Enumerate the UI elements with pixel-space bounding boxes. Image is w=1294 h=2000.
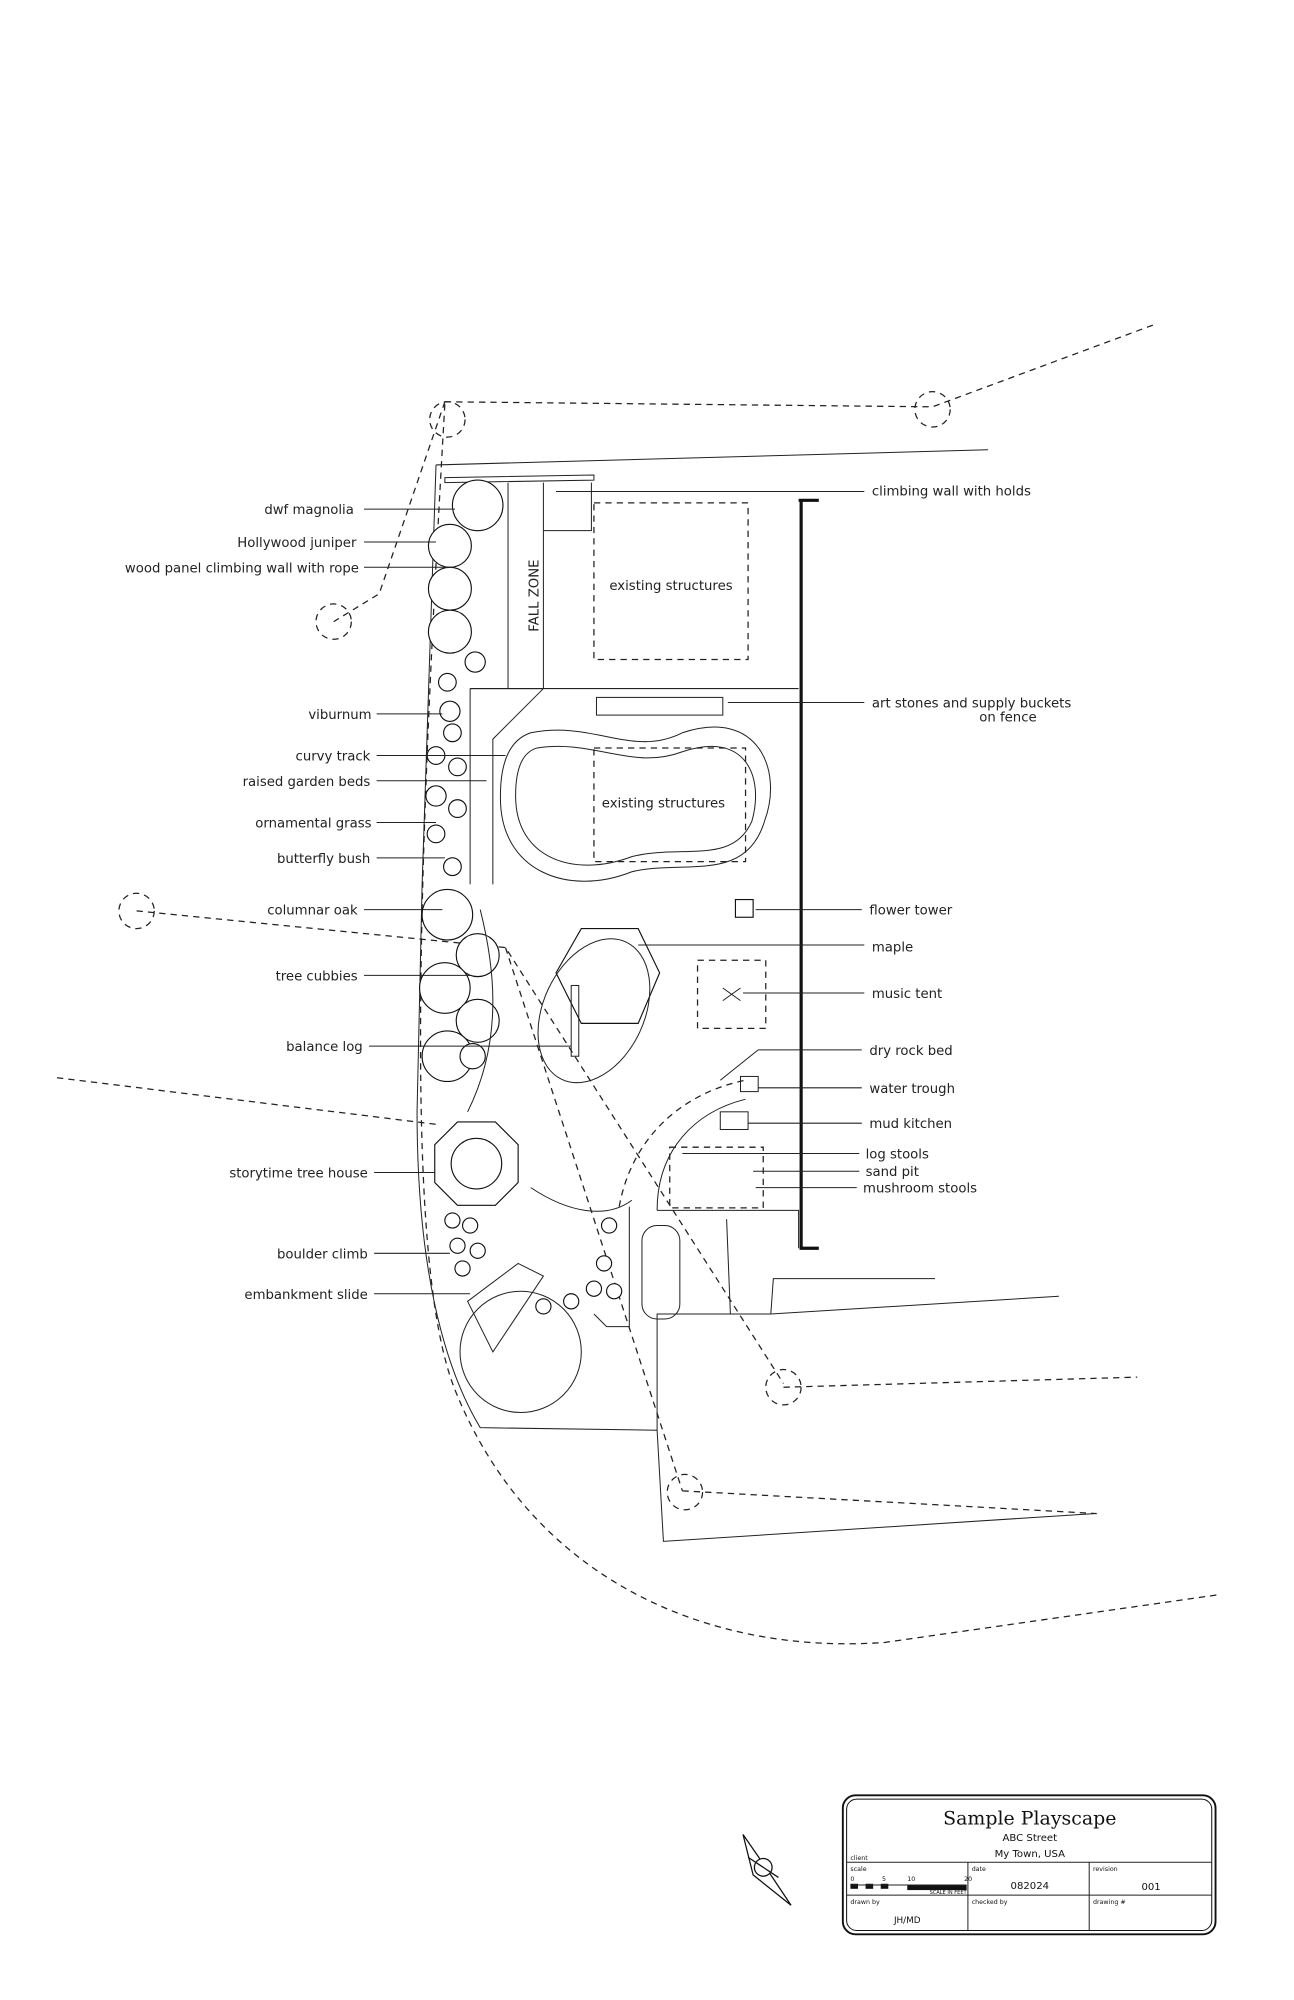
callout-raised-garden-beds: raised garden beds — [243, 775, 371, 790]
callout-dry-rock-bed: dry rock bed — [869, 1044, 952, 1059]
callout-viburnum: viburnum — [308, 708, 371, 723]
callout-butterfly-bush: butterfly bush — [277, 852, 370, 867]
curvy-track — [499, 726, 772, 882]
callout-wood-panel-climbing-wall: wood panel climbing wall with rope — [125, 561, 359, 576]
scale-tick: 5 — [882, 1876, 886, 1883]
right-callouts: climbing wall with holds art stones and … — [556, 484, 1071, 1197]
left-callouts: dwf magnolia Hollywood juniper wood pane… — [125, 503, 572, 1303]
music-tent-mark — [722, 987, 741, 1002]
checked-by-label: checked by — [972, 1899, 1008, 1906]
existing-structures-label-2: existing structures — [602, 796, 725, 811]
mud-kitchen-path — [656, 1098, 746, 1211]
callout-art-stones: art stones and supply buckets — [872, 697, 1071, 712]
callout-music-tent: music tent — [872, 987, 942, 1002]
callout-storytime-tree-house: storytime tree house — [229, 1167, 367, 1182]
sand-pit — [669, 1146, 764, 1209]
music-tent — [696, 959, 767, 1030]
fall-zone-label: FALL ZONE — [527, 559, 542, 631]
water-trough — [739, 1075, 759, 1093]
callout-columnar-oak: columnar oak — [267, 904, 358, 919]
callout-embankment-slide: embankment slide — [244, 1288, 367, 1303]
dry-rock-bed — [618, 1079, 746, 1207]
walkway-edge — [530, 1187, 633, 1212]
property-lines — [56, 322, 1221, 1645]
date-value: 082024 — [1011, 1881, 1050, 1892]
existing-structures-label-1: existing structures — [609, 579, 732, 594]
callout-balance-log: balance log — [286, 1040, 363, 1055]
client-label: client — [850, 1855, 868, 1862]
callout-flower-tower: flower tower — [869, 904, 952, 919]
scale-bar — [850, 1883, 967, 1891]
callout-climbing-wall-with-holds: climbing wall with holds — [872, 484, 1031, 499]
callout-on-fence: on fence — [979, 710, 1036, 725]
maple-tree — [555, 928, 661, 1024]
callout-water-trough: water trough — [869, 1082, 955, 1097]
callout-maple: maple — [872, 940, 913, 955]
callout-dwf-magnolia: dwf magnolia — [264, 503, 354, 518]
callout-tree-cubbies: tree cubbies — [276, 969, 358, 984]
title-block: Sample Playscape ABC Street My Town, USA… — [841, 1794, 1217, 1936]
existing-structure-2 — [593, 747, 747, 863]
callout-hollywood-juniper: Hollywood juniper — [237, 536, 357, 551]
existing-structure-1 — [593, 502, 749, 661]
callout-curvy-track: curvy track — [296, 750, 371, 765]
title-block-town: My Town, USA — [995, 1849, 1066, 1860]
car — [641, 1225, 681, 1320]
flower-tower — [734, 898, 754, 918]
scale-tick: 20 — [964, 1876, 972, 1883]
revision-label: revision — [1093, 1866, 1118, 1873]
plantings — [419, 479, 623, 1414]
callout-sand-pit: sand pit — [866, 1165, 919, 1180]
drawn-by-label: drawn by — [850, 1899, 880, 1906]
tree-cubby-path — [467, 909, 494, 1113]
callout-log-stools: log stools — [866, 1148, 929, 1163]
scale-label: scale — [850, 1866, 866, 1873]
callout-mushroom-stools: mushroom stools — [863, 1182, 977, 1197]
curvy-track-inner — [515, 745, 756, 866]
scale-tick: 0 — [850, 1876, 854, 1883]
scale-tick: 10 — [907, 1876, 915, 1883]
balance-log — [570, 984, 580, 1057]
date-label: date — [972, 1866, 986, 1873]
scale-caption: SCALE IN FEET — [930, 1890, 968, 1896]
title-block-street: ABC Street — [1003, 1833, 1058, 1844]
art-stones — [595, 696, 724, 716]
callout-boulder-climb: boulder climb — [277, 1247, 368, 1262]
revision-value: 001 — [1141, 1882, 1160, 1893]
site-boundary — [416, 449, 1095, 1542]
mud-kitchen — [719, 1111, 749, 1131]
title-block-title: Sample Playscape — [943, 1807, 1116, 1829]
drawn-by-value: JH/MD — [893, 1916, 921, 1926]
drawing-number-label: drawing # — [1093, 1899, 1126, 1906]
north-arrow-icon — [742, 1834, 792, 1906]
balance-log-zone — [537, 938, 651, 1084]
callout-ornamental-grass: ornamental grass — [255, 817, 371, 832]
callout-mud-kitchen: mud kitchen — [869, 1117, 952, 1132]
